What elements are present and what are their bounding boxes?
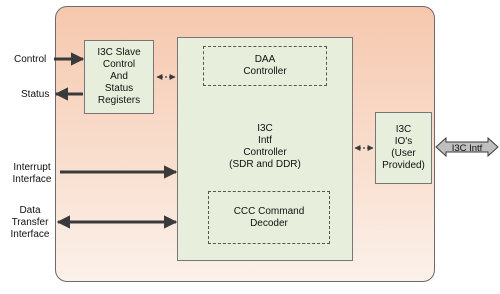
main-controller-label: I3C Intf Controller (SDR and DDR) — [229, 123, 301, 170]
status-label: Status — [21, 89, 50, 100]
io-block: I3C IO's (User Provided) — [375, 112, 432, 184]
slave-registers-block: I3C Slave Control And Status Registers — [84, 40, 154, 114]
i3c-intf-label: I3C Intf — [452, 143, 483, 154]
i3c-intf-arrow — [435, 136, 499, 158]
data-transfer-label: Data Transfer Interface — [10, 205, 50, 240]
control-label: Control — [14, 54, 47, 65]
ccc-decoder-block: CCC Command Decoder — [208, 191, 330, 244]
main-controller-block — [177, 37, 353, 261]
daa-controller-block: DAA Controller — [203, 46, 327, 86]
interrupt-label: Interrupt Interface — [12, 162, 52, 185]
